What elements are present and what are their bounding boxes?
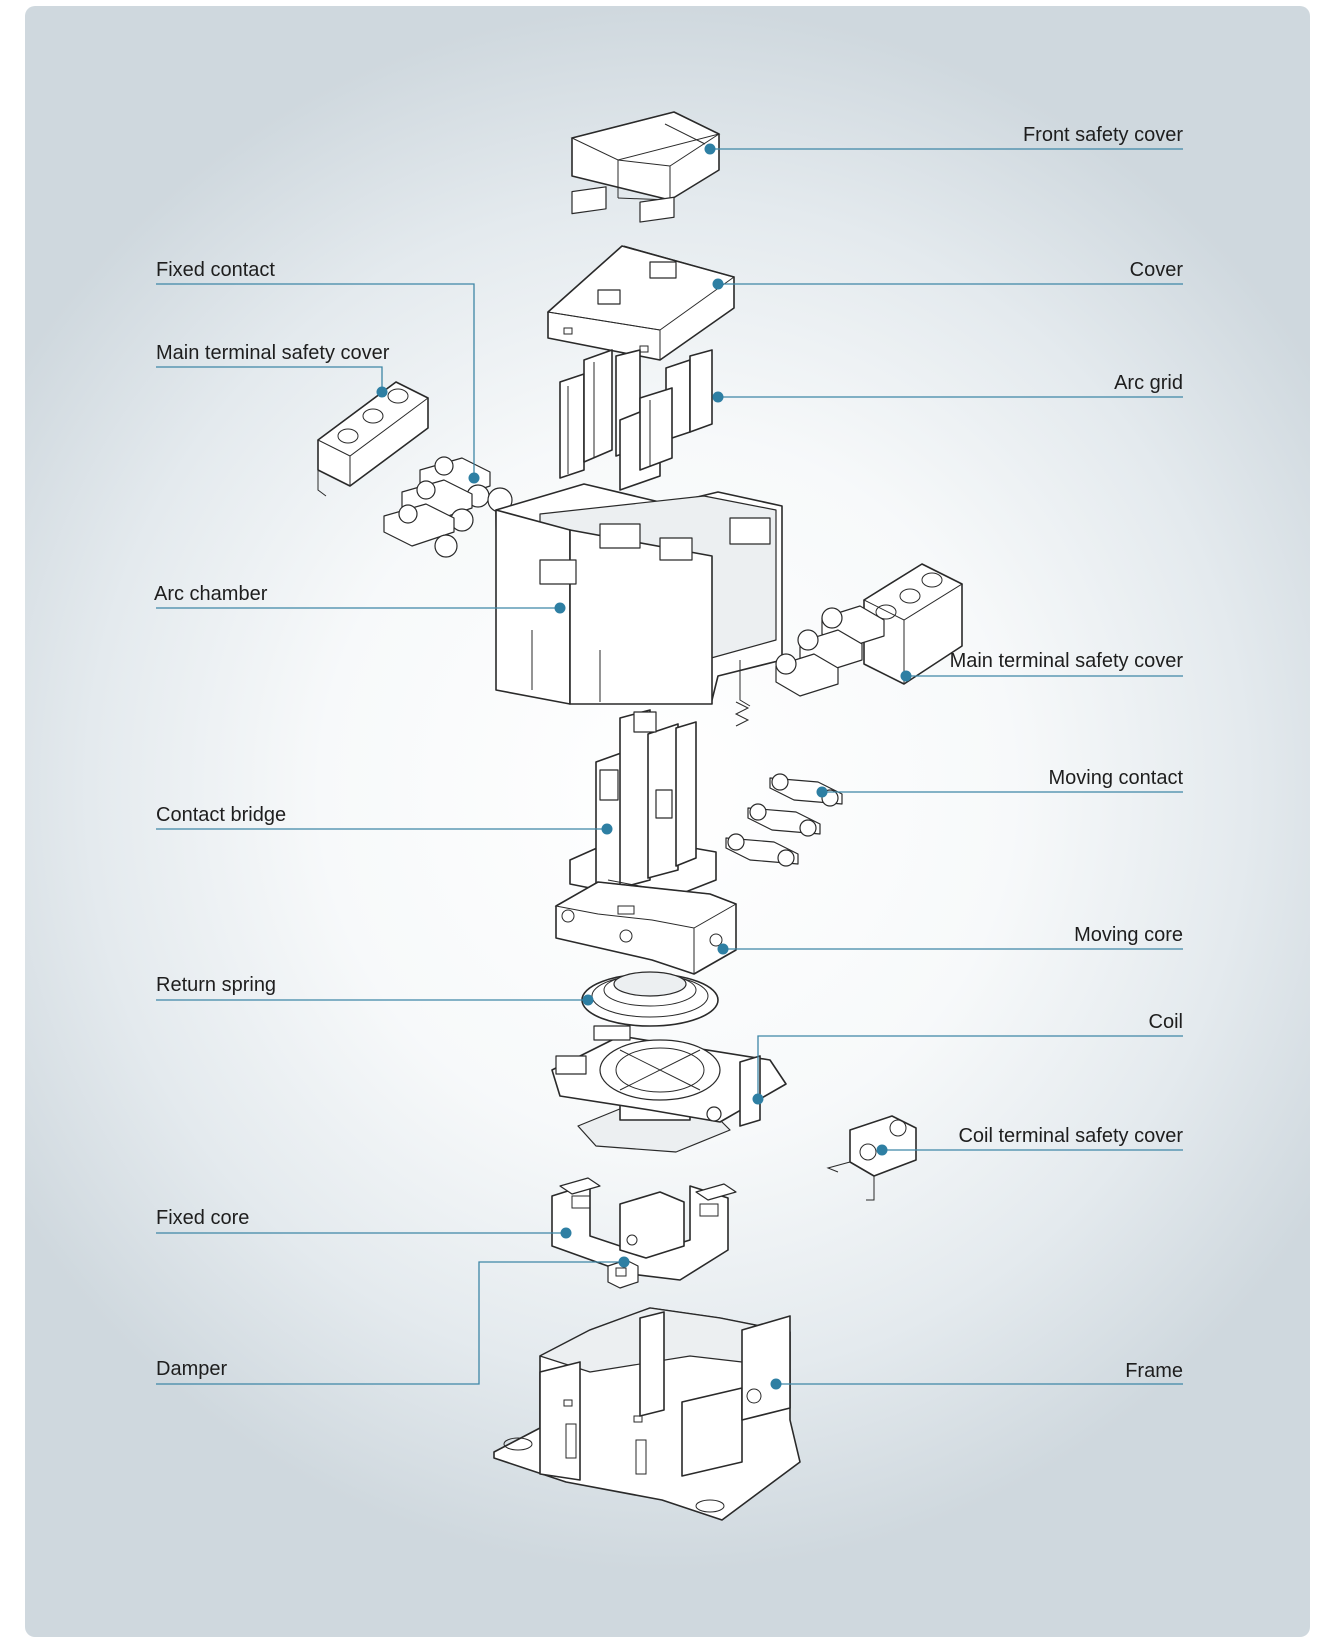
front-safety-cover-part: [570, 111, 721, 201]
arc-chamber-dot: [554, 602, 566, 614]
frame-label: Frame: [1125, 1360, 1183, 1382]
fixed-core-dot: [560, 1227, 572, 1239]
main-terminal-safety-cover-left-part: [317, 381, 429, 497]
cover-dot: [712, 278, 724, 290]
moving-core-dot: [717, 943, 729, 955]
moving-contact-label: Moving contact: [1048, 767, 1183, 789]
main-terminal-safety-cover-left-leader: [156, 366, 383, 392]
arc-grid-dot: [712, 391, 724, 403]
moving-contact-dot: [816, 786, 828, 798]
arc-chamber-label: Arc chamber: [154, 583, 268, 605]
contact-bridge-label: Contact bridge: [156, 804, 286, 826]
return-spring-part: [581, 971, 719, 1027]
arc-grid-label: Arc grid: [1114, 372, 1183, 394]
leader-lines: [156, 148, 1183, 1385]
moving-core-part: [554, 881, 738, 975]
contact-bridge-dot: [601, 823, 613, 835]
main-terminal-safety-cover-left-dot: [376, 386, 388, 398]
frame-part: [493, 1307, 801, 1521]
moving-core-label: Moving core: [1074, 924, 1183, 946]
main-terminal-safety-cover-right-dot: [900, 670, 912, 682]
return-spring-dot: [582, 994, 594, 1006]
coil-label: Coil: [1149, 1011, 1183, 1033]
frame-dot: [770, 1378, 782, 1390]
fixed-core-part: [551, 1177, 737, 1281]
front-safety-cover-dot: [704, 143, 716, 155]
main-terminal-safety-cover-right-label: Main terminal safety cover: [950, 650, 1184, 672]
part-labels: Front safety cover Fixed contact Cover M…: [154, 124, 1183, 1382]
damper-label: Damper: [156, 1358, 227, 1380]
coil-dot: [752, 1093, 764, 1105]
coil-terminal-safety-cover-label: Coil terminal safety cover: [958, 1125, 1183, 1147]
main-terminal-safety-cover-left-label: Main terminal safety cover: [156, 342, 390, 364]
fixed-contact-leader: [156, 283, 475, 478]
arc-grid-part: [559, 349, 713, 491]
moving-contact-part: [725, 773, 843, 867]
contact-bridge-part: [569, 709, 717, 907]
coil-part: [551, 1025, 787, 1153]
coil-terminal-safety-cover-dot: [876, 1144, 888, 1156]
cover-label: Cover: [1130, 259, 1184, 281]
cover-part: [546, 186, 736, 361]
front-safety-cover-label: Front safety cover: [1023, 124, 1183, 146]
coil-leader: [757, 1035, 1183, 1099]
main-terminal-safety-cover-right-part: [775, 563, 964, 697]
coil-terminal-safety-cover-part: [826, 1115, 917, 1201]
arc-chamber-part: [495, 483, 783, 727]
callout-dots: [376, 143, 912, 1390]
fixed-contact-dot: [468, 472, 480, 484]
fixed-contact-part: [383, 456, 513, 558]
fixed-core-label: Fixed core: [156, 1207, 249, 1229]
damper-dot: [618, 1256, 630, 1268]
return-spring-label: Return spring: [156, 974, 276, 996]
damper-leader: [156, 1261, 624, 1385]
fixed-contact-label: Fixed contact: [156, 259, 275, 281]
